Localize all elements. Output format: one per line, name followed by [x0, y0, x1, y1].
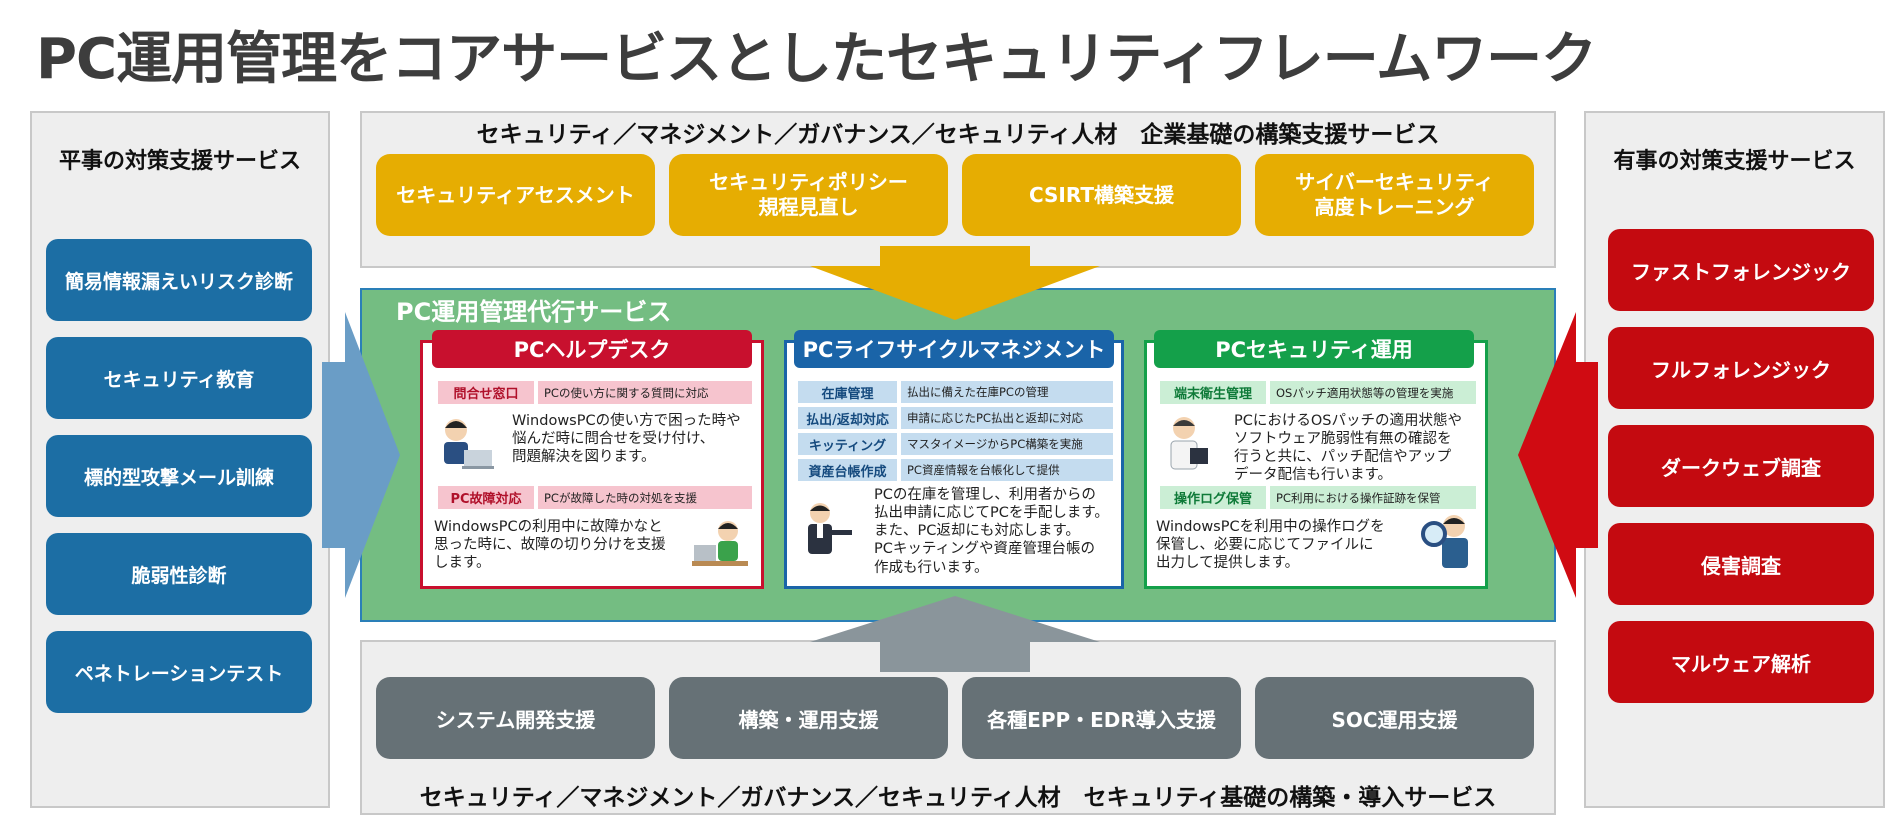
right-item-malware-analysis[interactable]: マルウェア解析	[1608, 621, 1874, 703]
bottom-item-soc[interactable]: SOC運用支援	[1255, 677, 1534, 759]
pointing-staff-icon	[808, 503, 852, 554]
secops-text-1: PCにおけるOSパッチの適用状態や ソフトウェア脆弱性有無の確認を 行うと共に、…	[1234, 413, 1462, 484]
lifecycle-desc-kitting: マスタイメージからPC構築を実施	[901, 433, 1113, 455]
helpdesk-operator-icon	[444, 419, 494, 469]
helpdesk-tag-inquiry: 問合せ窓口	[438, 381, 534, 404]
left-right-arrow	[322, 312, 400, 598]
right-item-fast-forensic[interactable]: ファストフォレンジック	[1608, 229, 1874, 311]
right-panel-heading: 有事の対策支援サービス	[1613, 149, 1856, 174]
top-down-arrow	[810, 246, 1100, 320]
lifecycle-desc-issue-return: 申請に応じたPC払出と返却に対応	[901, 407, 1113, 429]
left-item-risk-diagnosis[interactable]: 簡易情報漏えいリスク診断	[46, 239, 312, 321]
right-left-arrow	[1518, 312, 1598, 598]
card-security-ops-title: PCセキュリティ運用	[1154, 330, 1474, 368]
lifecycle-tag-asset-ledger: 資産台帳作成	[798, 459, 897, 481]
left-item-security-education[interactable]: セキュリティ教育	[46, 337, 312, 419]
broken-pc-user-icon	[692, 521, 748, 566]
secops-tag-hygiene: 端末衛生管理	[1160, 381, 1266, 404]
top-item-policy-review[interactable]: セキュリティポリシー 規程見直し	[669, 154, 948, 236]
helpdesk-desc-failure: PCが故障した時の対処を支援	[538, 486, 752, 509]
top-item-assessment[interactable]: セキュリティアセスメント	[376, 154, 655, 236]
lifecycle-desc-inventory: 払出に備えた在庫PCの管理	[901, 381, 1113, 403]
secops-desc-log: PC利用における操作証跡を保管	[1270, 486, 1476, 509]
top-item-csirt[interactable]: CSIRT構築支援	[962, 154, 1241, 236]
secops-desc-hygiene: OSパッチ適用状態等の管理を実施	[1270, 381, 1476, 404]
top-band-heading: セキュリティ／マネジメント／ガバナンス／セキュリティ人材 企業基礎の構築支援サー…	[476, 122, 1440, 148]
page-title: PC運用管理をコアサービスとしたセキュリティフレームワーク	[36, 27, 1597, 92]
secops-tag-log: 操作ログ保管	[1160, 486, 1266, 509]
clipboard-doctor-icon	[1170, 417, 1208, 470]
left-panel-heading: 平事の対策支援サービス	[58, 149, 301, 174]
right-item-full-forensic[interactable]: フルフォレンジック	[1608, 327, 1874, 409]
bottom-band-heading: セキュリティ／マネジメント／ガバナンス／セキュリティ人材 セキュリティ基礎の構築…	[419, 785, 1497, 811]
secops-text-2: WindowsPCを利用中の操作ログを 保管し、必要に応じてファイルに 出力して…	[1156, 519, 1385, 572]
helpdesk-text-2: WindowsPCの利用中に故障かなと 思った時に、故障の切り分けを支援 します…	[434, 519, 666, 572]
bottom-item-build-ops[interactable]: 構築・運用支援	[669, 677, 948, 759]
core-service-heading: PC運用管理代行サービス	[396, 298, 672, 326]
helpdesk-tag-failure: PC故障対応	[438, 486, 534, 509]
bottom-up-arrow	[810, 596, 1100, 672]
lifecycle-tag-issue-return: 払出/返却対応	[798, 407, 897, 429]
helpdesk-text-1: WindowsPCの使い方で困った時や 悩んだ時に問合せを受け付け、 問題解決を…	[512, 413, 741, 466]
card-lifecycle-title: PCライフサイクルマネジメント	[794, 330, 1114, 368]
left-panel: 平事の対策支援サービス 簡易情報漏えいリスク診断 セキュリティ教育 標的型攻撃メ…	[30, 111, 330, 808]
right-item-breach-investigation[interactable]: 侵害調査	[1608, 523, 1874, 605]
left-item-pentest[interactable]: ペネトレーションテスト	[46, 631, 312, 713]
lifecycle-text: PCの在庫を管理し、利用者からの 払出申請に応じてPCを手配します。 また、PC…	[874, 487, 1109, 576]
lifecycle-tag-kitting: キッティング	[798, 433, 897, 455]
left-item-phishing-training[interactable]: 標的型攻撃メール訓練	[46, 435, 312, 517]
lifecycle-desc-asset-ledger: PC資産情報を台帳化して提供	[901, 459, 1113, 481]
card-helpdesk-title: PCヘルプデスク	[432, 330, 752, 368]
lifecycle-tag-inventory: 在庫管理	[798, 381, 897, 403]
bottom-item-system-dev[interactable]: システム開発支援	[376, 677, 655, 759]
helpdesk-desc-inquiry: PCの使い方に関する質問に対応	[538, 381, 752, 404]
left-item-vulnerability-scan[interactable]: 脆弱性診断	[46, 533, 312, 615]
top-item-cyber-training[interactable]: サイバーセキュリティ 高度トレーニング	[1255, 154, 1534, 236]
magnifier-investigator-icon	[1421, 515, 1468, 568]
top-band: セキュリティ／マネジメント／ガバナンス／セキュリティ人材 企業基礎の構築支援サー…	[360, 111, 1556, 268]
right-item-darkweb[interactable]: ダークウェブ調査	[1608, 425, 1874, 507]
bottom-item-epp-edr[interactable]: 各種EPP・EDR導入支援	[962, 677, 1241, 759]
